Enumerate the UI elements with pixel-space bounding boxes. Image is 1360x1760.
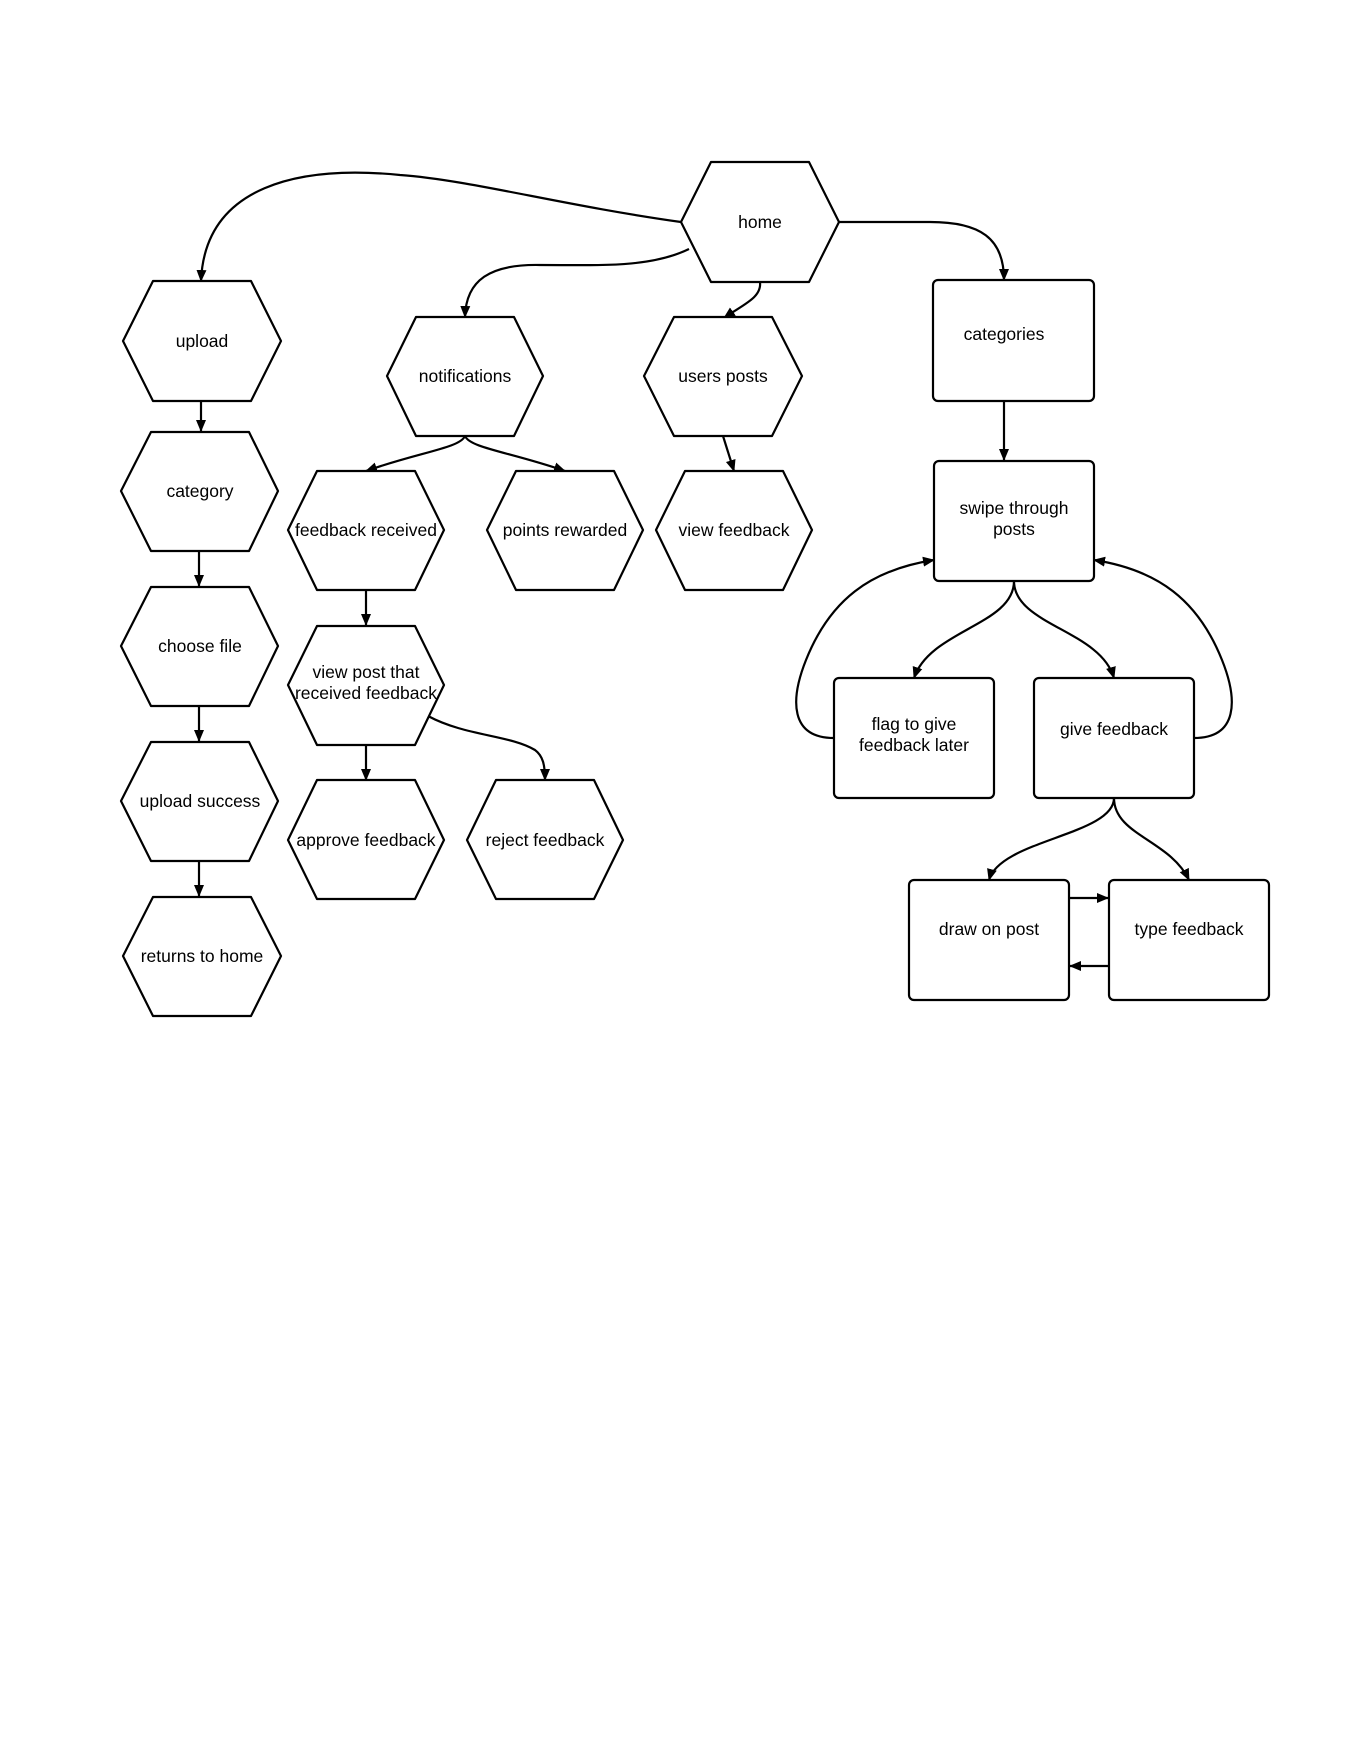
edge-users-posts-view-feedback (721, 435, 736, 472)
node-users-posts[interactable]: users posts (642, 315, 804, 438)
node-home[interactable]: home (679, 160, 841, 284)
node-label: points rewarded (503, 520, 628, 540)
hexagon-shape (121, 895, 283, 1018)
node-label-line2: posts (993, 519, 1035, 539)
rectangle-shape (932, 459, 1096, 583)
node-view-feedback[interactable]: view feedback (654, 469, 814, 592)
node-upload-success[interactable]: upload success (119, 740, 280, 863)
edge-swipe-flag (912, 580, 1016, 679)
hexagon-shape (385, 315, 545, 438)
node-category[interactable]: category (119, 430, 280, 553)
node-label: approve feedback (296, 830, 435, 850)
rectangle-shape (1032, 676, 1196, 800)
hexagon-shape (119, 430, 280, 553)
hexagon-shape (465, 778, 625, 901)
node-label: category (166, 481, 233, 501)
edge-home-notifications (460, 248, 690, 318)
node-label-line2: received feedback (295, 683, 437, 703)
hexagon-shape (642, 315, 804, 438)
node-type-feedback[interactable]: type feedback (1107, 878, 1271, 1002)
node-choose-file[interactable]: choose file (119, 585, 280, 708)
hexagon-shape (654, 469, 814, 592)
node-flag-to-give-feedback-later[interactable]: flag to give feedback later (832, 676, 996, 800)
edge-give-swipe (1093, 556, 1233, 740)
hexagon-shape (286, 778, 446, 901)
node-label: home (738, 212, 782, 232)
node-label-line1: view post that (313, 662, 420, 682)
node-label: upload (176, 331, 229, 351)
node-reject-feedback[interactable]: reject feedback (465, 778, 625, 901)
node-label: reject feedback (486, 830, 605, 850)
node-label: choose file (158, 636, 242, 656)
node-label: users posts (678, 366, 768, 386)
edge-notifications-points-rewarded (463, 435, 566, 473)
node-feedback-received[interactable]: feedback received (286, 469, 446, 592)
edge-view-post-reject (427, 715, 550, 781)
node-points-rewarded[interactable]: points rewarded (485, 469, 645, 592)
node-label: upload success (140, 791, 261, 811)
node-label: type feedback (1135, 919, 1244, 939)
rectangle-shape (832, 676, 996, 800)
edge-give-type (1112, 797, 1190, 881)
node-give-feedback[interactable]: give feedback (1032, 676, 1196, 800)
hexagon-shape (119, 585, 280, 708)
node-label: view feedback (679, 520, 790, 540)
hexagon-shape (121, 279, 283, 403)
rectangle-shape (1107, 878, 1271, 1002)
edges (194, 171, 1233, 971)
node-label: give feedback (1060, 719, 1168, 739)
rectangle-shape (931, 278, 1096, 403)
node-approve-feedback[interactable]: approve feedback (286, 778, 446, 901)
node-label: feedback received (295, 520, 437, 540)
node-label-line2: feedback later (859, 735, 969, 755)
rectangle-shape (907, 878, 1071, 1002)
edge-home-upload (196, 171, 682, 282)
edge-flag-swipe (795, 556, 935, 740)
hexagon-shape (485, 469, 645, 592)
hexagon-shape (286, 469, 446, 592)
node-label-line1: swipe through (960, 498, 1069, 518)
node-swipe-through-posts[interactable]: swipe through posts (932, 459, 1096, 583)
hexagon-shape (286, 624, 446, 747)
node-label: returns to home (141, 946, 264, 966)
hexagon-shape (679, 160, 841, 284)
node-upload[interactable]: upload (121, 279, 283, 403)
edge-swipe-give (1012, 580, 1116, 679)
edge-home-categories (839, 220, 1009, 281)
hexagon-shape (119, 740, 280, 863)
node-label: draw on post (939, 919, 1039, 939)
node-label: notifications (419, 366, 512, 386)
node-label: categories (964, 324, 1045, 344)
node-categories[interactable]: categories (931, 278, 1096, 403)
edge-home-users-posts (723, 281, 762, 319)
edge-give-draw (987, 797, 1116, 881)
node-view-post-that-received-feedback[interactable]: view post that received feedback (286, 624, 446, 747)
node-draw-on-post[interactable]: draw on post (907, 878, 1071, 1002)
edge-notifications-feedback-received (365, 435, 467, 473)
node-notifications[interactable]: notifications (385, 315, 545, 438)
node-returns-to-home[interactable]: returns to home (121, 895, 283, 1018)
node-label-line1: flag to give (872, 714, 957, 734)
